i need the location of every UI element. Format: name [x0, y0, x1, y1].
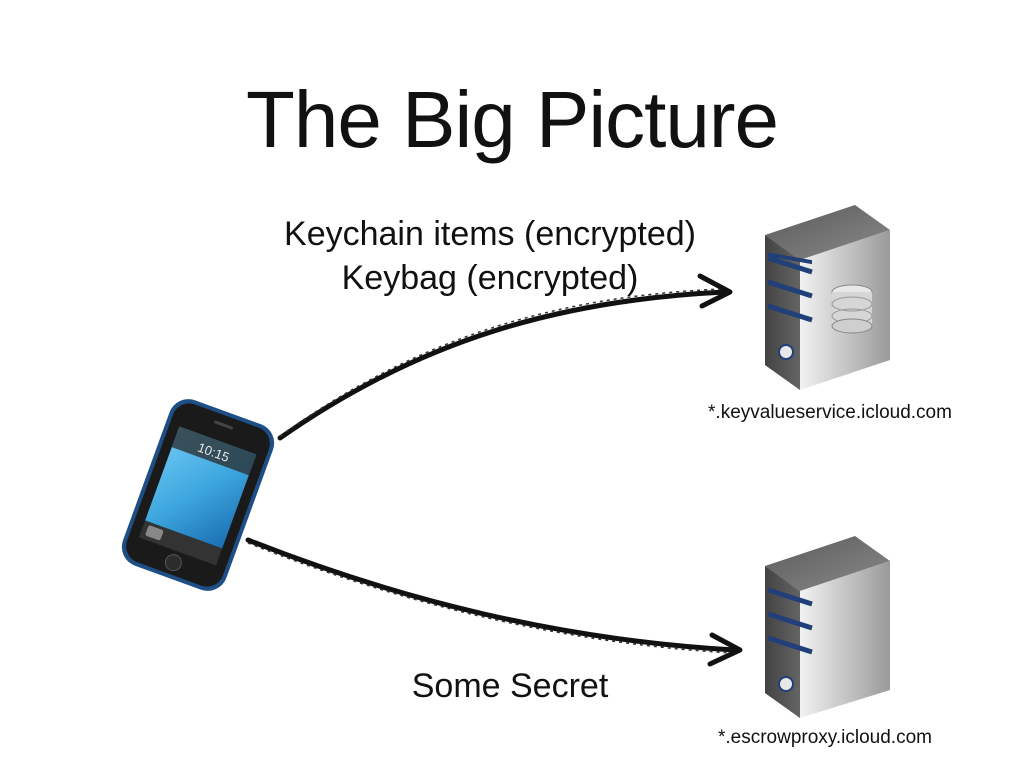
database-server-icon [765, 205, 890, 390]
upper-flow-line1: Keychain items (encrypted) [284, 215, 696, 253]
keyvalue-host-label: *.keyvalueservice.icloud.com [708, 402, 952, 423]
lower-arrow [245, 537, 743, 667]
upper-flow-label: Keychain items (encrypted) Keybag (encry… [250, 212, 730, 300]
upper-arrow [277, 273, 733, 441]
server-icon [765, 536, 890, 718]
smartphone-icon: 10:15 [121, 399, 275, 591]
page-title: The Big Picture [246, 75, 779, 164]
upper-flow-line2: Keybag (encrypted) [341, 259, 639, 297]
lower-flow-label: Some Secret [411, 667, 609, 705]
escrow-host-label: *.escrowproxy.icloud.com [717, 727, 932, 748]
